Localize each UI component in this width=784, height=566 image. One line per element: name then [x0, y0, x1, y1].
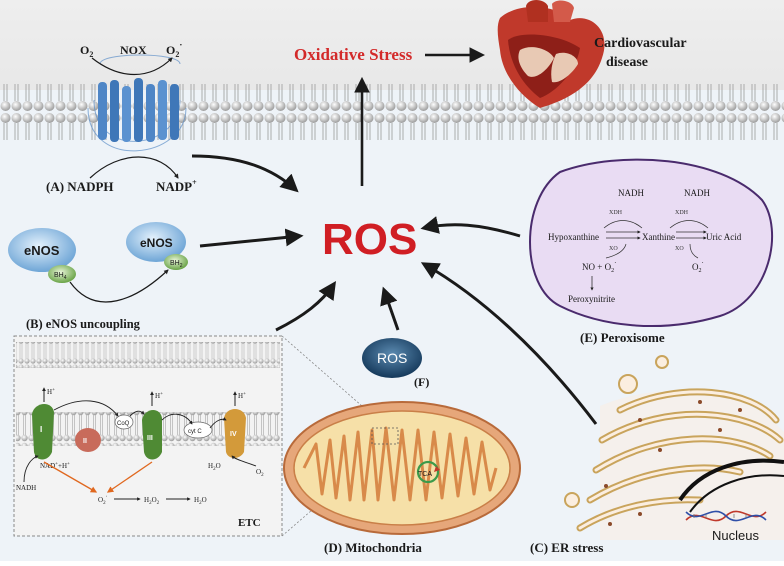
peroxisome-xo1: XO [609, 246, 618, 252]
nadh-arrow [23, 455, 39, 483]
electron-i-coq [53, 400, 119, 417]
mitochondrion-icon [283, 401, 521, 535]
etc-to-ros-arrow [275, 281, 336, 332]
er-to-ros-arrow [420, 262, 598, 425]
peroxisome-nadh2: NADH [684, 188, 710, 198]
chain-h2o2: H2O2 [144, 496, 160, 506]
complex-ii-label: II [83, 438, 87, 445]
nox-channel-icon [87, 54, 187, 152]
xanthine-label: Xanthine [642, 232, 675, 242]
enos-coupled [8, 228, 76, 283]
cytc-carrier [183, 421, 213, 439]
peroxynitrite-label: Peroxynitrite [568, 294, 615, 304]
etc-h2o-label: H2O [208, 462, 221, 472]
x-to-ua-arrow-top [669, 220, 709, 229]
enos-caption: (B) eNOS uncoupling [26, 317, 141, 331]
rosf-to-ros-arrow [380, 286, 400, 331]
heart-icon [497, 0, 605, 108]
no-superoxide-label: NO + O2· [582, 259, 616, 274]
ros-f-caption: (F) [414, 375, 429, 389]
enos-to-ros-arrow [199, 228, 304, 248]
zoom-line-top [281, 335, 379, 421]
peroxisome-side-arrow2 [689, 243, 699, 259]
electron-coq-iii [129, 410, 145, 417]
nucleus-label: Nucleus [712, 528, 759, 543]
cardio-line1: Cardiovascular [594, 36, 687, 51]
nadph-label: (A) NADPH [46, 179, 114, 194]
leak-arrow-i [43, 461, 98, 493]
chain-h2o: H2O [194, 496, 207, 506]
peroxisome-o2-right: O2· [692, 259, 704, 274]
dna-icon [685, 510, 767, 522]
nox-to-ros-arrow [191, 154, 299, 193]
uric-acid-label: Uric Acid [706, 232, 742, 242]
proton-i: H+ [47, 388, 55, 396]
nox-o2-arrow [91, 57, 173, 76]
ros-center-label: ROS [322, 215, 417, 264]
mitochondria-caption: (D) Mitochondria [324, 540, 422, 555]
enos-left-label: eNOS [24, 243, 60, 258]
hx-to-x-arrow-top [603, 220, 643, 229]
nox-label: NOX [120, 43, 147, 57]
coq-label: CoQ [117, 421, 130, 427]
o2-to-iv-arrow [231, 455, 257, 467]
complex-iii [142, 409, 162, 460]
extracellular-space [0, 0, 784, 90]
complex-iv [224, 409, 246, 458]
nad-plus-label: NAD++H+ [40, 462, 70, 470]
er-icon [564, 355, 784, 540]
etc-label: ETC [238, 517, 261, 529]
nox-o2-label: O2 [80, 43, 93, 59]
peroxisome-side-arrow1 [605, 243, 627, 259]
peroxisome-body [529, 158, 774, 328]
leak-arrow-iii [106, 461, 153, 493]
ros-f-label: ROS [377, 350, 407, 366]
enos-right-label: eNOS [140, 236, 173, 250]
bh2-label: BH2 [170, 260, 183, 269]
hypoxanthine-label: Hypoxanthine [548, 232, 599, 242]
complex-iii-label: III [147, 435, 153, 442]
nox-superoxide-label: O2· [166, 40, 182, 59]
nadph-arrow [89, 156, 179, 179]
peroxisome-xdh2: XDH [675, 210, 689, 216]
proton-iv: H+ [238, 392, 246, 400]
complex-ii [75, 428, 101, 452]
er-stress-caption: (C) ER stress [530, 540, 603, 555]
tca-label: TCA [418, 471, 432, 478]
enos-uncoupled [126, 222, 188, 270]
complex-iv-label: IV [230, 431, 237, 438]
peroxisome-nadh1: NADH [618, 188, 644, 198]
peroxisome-caption: (E) Peroxisome [580, 330, 665, 345]
bh4-label: BH4 [54, 272, 67, 281]
coq-carrier [114, 414, 134, 430]
peroxisome-xo2: XO [675, 246, 684, 252]
electron-iii-cytc [161, 413, 193, 425]
enos-uncoupling-arrow [69, 269, 169, 303]
proton-iii: H+ [155, 392, 163, 400]
cardio-line2: disease [606, 55, 648, 70]
electron-cytc-iv [209, 417, 227, 429]
chain-superoxide: O2· [98, 494, 108, 506]
etc-outer-membrane [16, 342, 280, 368]
complex-i [32, 403, 54, 460]
ros-f-bubble [362, 338, 422, 378]
nadh-label: NADH [16, 484, 36, 492]
peroxisome-to-ros-arrow [420, 216, 521, 238]
nadp-label: NADP+ [156, 178, 197, 194]
cytc-label: cyt C [188, 429, 202, 435]
etc-o2-label: O2 [256, 468, 264, 478]
complex-i-label: I [40, 425, 42, 434]
peroxisome-xdh1: XDH [609, 210, 623, 216]
oxidative-stress-label: Oxidative Stress [294, 45, 413, 64]
